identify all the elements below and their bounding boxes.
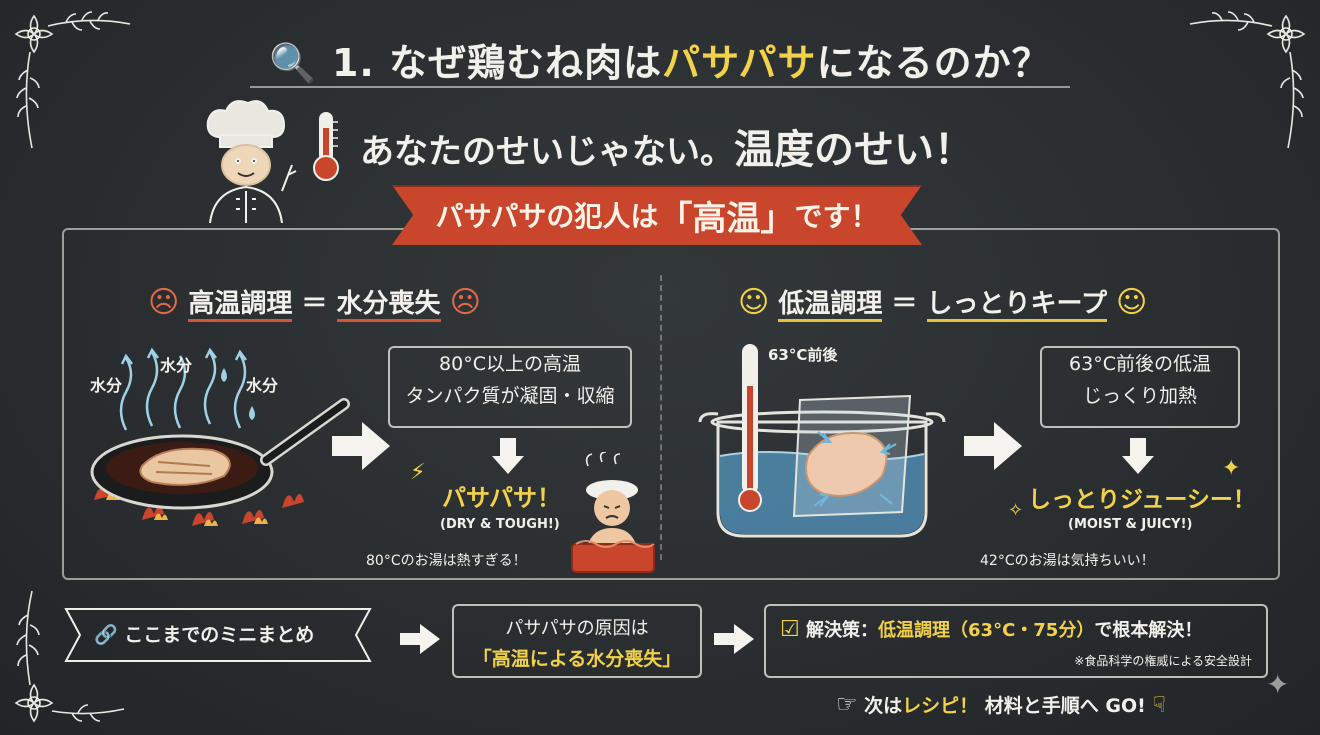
high-temp-line1: 80°C以上の高温 <box>439 353 581 375</box>
dry-result-en: (DRY & TOUGH!) <box>440 517 560 532</box>
smile-face-icon: ☺ <box>738 285 770 320</box>
next-step-link[interactable]: ☞ 次はレシピ！ 材料と手順へ GO! ☟ <box>836 690 1166 718</box>
stress-lines-icon: ⚡ <box>410 460 426 485</box>
right-heading-b: しっとりキープ <box>926 289 1107 322</box>
next-highlight: レシピ！ <box>902 695 979 717</box>
steam-label-1: 水分 <box>90 376 123 395</box>
arrow-right-icon <box>400 624 440 654</box>
dry-result: パサパサ！ <box>442 484 562 512</box>
link-icon: 🔗 <box>94 624 118 646</box>
subtitle-main: あなたのせいじゃない。 <box>360 132 734 172</box>
pointing-down-icon: ☟ <box>1152 693 1166 718</box>
magnifier-icon: 🔍 <box>269 41 318 85</box>
title-underline <box>250 86 1070 88</box>
steam-label-3: 水分 <box>246 376 279 395</box>
next-suffix: 材料と手順へ GO! <box>978 695 1146 717</box>
hot-bath-person-illustration <box>571 452 655 573</box>
left-heading: ☹ 高温調理 ＝ 水分喪失 ☹ <box>148 283 481 322</box>
banner-part3: です！ <box>794 200 879 233</box>
title-suffix: になるのか？ <box>816 41 1051 85</box>
page-title: 🔍 1. なぜ鶏むね肉はパサパサになるのか？ <box>0 32 1320 87</box>
solution-prefix: 解決策： <box>806 620 879 641</box>
left-heading-b: 水分喪失 <box>336 289 441 322</box>
solution-box: ☑ 解決策：低温調理（63°C・75分）で根本解決！ ※食品科学の権威による安全… <box>764 604 1268 678</box>
cause-line2: 「高温による水分喪失」 <box>472 648 682 670</box>
culprit-banner: パサパサの犯人は「高温」です！ <box>392 185 922 245</box>
solution-line: ☑ 解決策：低温調理（63°C・75分）で根本解決！ <box>780 616 1202 642</box>
thermo-label: 63°C前後 <box>768 346 838 364</box>
summary-label-wrap: 🔗 ここまでのミニまとめ <box>94 620 314 647</box>
floral-corner-top-right <box>1189 11 1306 149</box>
title-highlight: パサパサ <box>662 41 817 85</box>
right-heading-eq: ＝ <box>891 289 918 319</box>
steam-label-2: 水分 <box>160 356 193 375</box>
right-heading-a: 低温調理 <box>778 289 883 322</box>
thermometer-icon <box>313 112 339 181</box>
cause-box: パサパサの原因は 「高温による水分喪失」 <box>452 604 702 678</box>
arrow-right-icon <box>714 624 754 654</box>
sparkle-star-icon: ✦ <box>1266 668 1290 701</box>
low-temp-line1: 63°C前後の低温 <box>1069 353 1211 375</box>
sad-face-icon: ☹ <box>449 285 481 320</box>
solution-highlight: 低温調理（63°C・75分） <box>878 620 1095 641</box>
sad-face-icon: ☹ <box>148 285 180 320</box>
left-note: 80°Cのお湯は熱すぎる！ <box>366 553 527 569</box>
subtitle: あなたのせいじゃない。温度のせい！ <box>360 117 974 175</box>
low-temp-line2: じっくり加熱 <box>1082 385 1197 407</box>
high-temp-info-box: 80°C以上の高温 タンパク質が凝固・収縮 <box>388 346 632 428</box>
summary-label: ここまでのミニまとめ <box>124 624 315 646</box>
arrow-down-icon <box>1122 438 1154 474</box>
next-prefix: 次は <box>864 695 903 717</box>
left-heading-eq: ＝ <box>301 289 328 319</box>
sparkle-icon: ✦ <box>1222 456 1241 481</box>
chef-icon <box>206 100 297 224</box>
low-temp-info-box: 63°C前後の低温 じっくり加熱 <box>1040 346 1240 428</box>
floral-corner-bottom-left <box>14 590 125 723</box>
cause-line1: パサパサの原因は <box>505 618 649 639</box>
sparkle-icon: ✧ <box>1008 500 1024 521</box>
left-heading-a: 高温調理 <box>188 289 293 322</box>
high-temp-line2: タンパク質が凝固・収縮 <box>405 385 615 407</box>
right-note: 42°Cのお湯は気持ちいい！ <box>980 553 1155 569</box>
subtitle-emphasis: 温度のせい！ <box>734 127 974 173</box>
solution-note: ※食品科学の権威による安全設計 <box>1074 654 1252 668</box>
solution-suffix: で根本解決！ <box>1094 620 1203 641</box>
banner-part1: パサパサの犯人は <box>435 200 659 233</box>
smile-face-icon: ☺ <box>1116 285 1148 320</box>
arrow-down-icon <box>492 438 524 474</box>
frying-pan-illustration <box>90 347 350 526</box>
summary-ribbon <box>64 608 372 662</box>
checkbox-icon: ☑ <box>780 617 800 642</box>
right-heading: ☺ 低温調理 ＝ しっとりキープ ☺ <box>738 283 1148 322</box>
center-divider <box>660 275 662 560</box>
arrow-right-icon <box>332 422 390 470</box>
banner-part2: 「高温」 <box>658 198 795 239</box>
floral-corner-top-left <box>14 11 131 149</box>
moist-result-en: (MOIST & JUICY!) <box>1068 517 1193 532</box>
moist-result: しっとりジューシー！ <box>1028 487 1256 513</box>
title-prefix: 1. なぜ鶏むね肉は <box>331 41 663 85</box>
sous-vide-pot-illustration <box>698 344 946 538</box>
arrow-right-icon <box>964 422 1022 470</box>
pointing-hand-icon: ☞ <box>836 690 858 718</box>
